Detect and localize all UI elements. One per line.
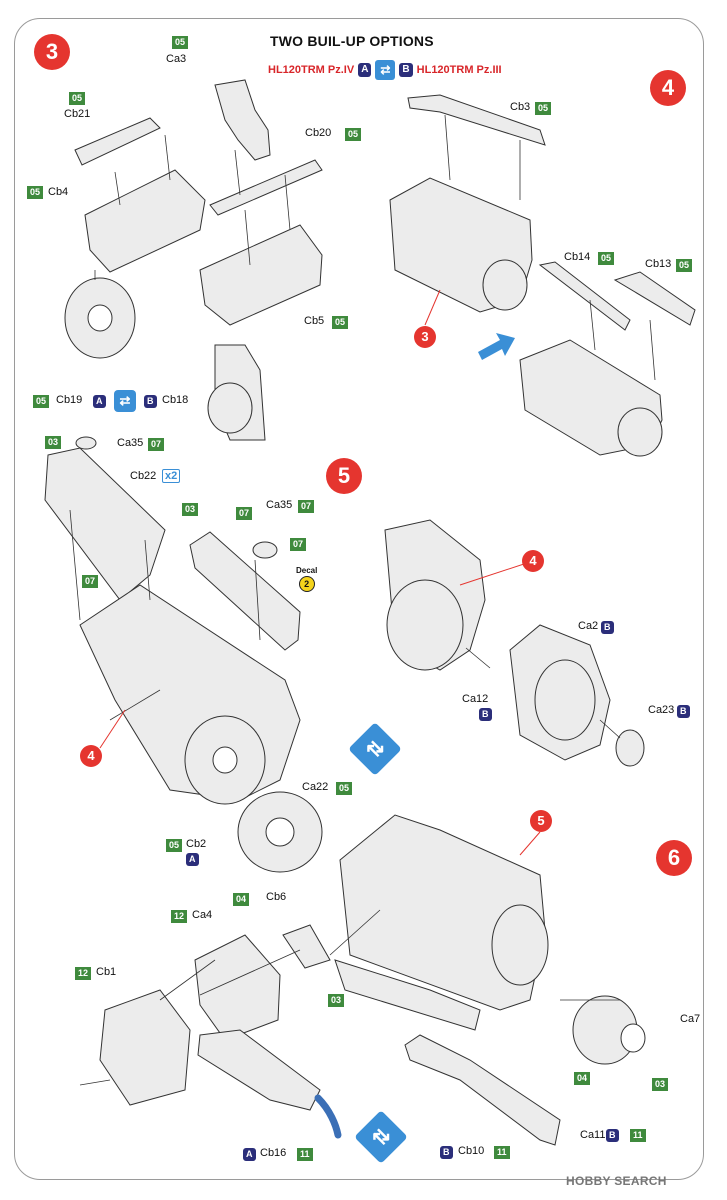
decal-number: 2 [298, 576, 315, 592]
part-label-cb19: Cb19 [56, 394, 83, 406]
variant-badge-b: B [440, 1146, 453, 1159]
part-label-cb6: Cb6 [266, 891, 287, 903]
part-label-ca4: Ca4 [192, 909, 213, 921]
reference-step-4: 4 [80, 745, 102, 767]
sprue-number: 05 [676, 259, 693, 272]
sprue-number: 12 [75, 967, 92, 980]
part-label-cb16: Cb16 [260, 1147, 287, 1159]
part-label-ca22: Ca22 [302, 781, 329, 793]
part-label-cb5: Cb5 [304, 315, 325, 327]
watermark: HOBBY SEARCH [566, 1174, 667, 1188]
decal-icon: Decal 2 [296, 566, 317, 592]
sprue-number: 05 [345, 128, 362, 141]
sprue-number: 04 [574, 1072, 591, 1085]
part-label-cb10: Cb10 [458, 1145, 485, 1157]
page-title: TWO BUIL-UP OPTIONS [270, 33, 434, 49]
sprue-number: 11 [297, 1148, 313, 1161]
sprue-number: 03 [328, 994, 345, 1007]
part-label-ca35: Ca35 [117, 437, 144, 449]
page-frame [14, 18, 704, 1180]
part-label-ca11: Ca11 [580, 1129, 606, 1141]
decal-label: Decal [296, 566, 318, 575]
reference-step-3: 3 [414, 326, 436, 348]
build-options: HL120TRM Pz.IV A ⇄ B HL120TRM Pz.III [268, 60, 502, 80]
option-a-badge: A [358, 63, 372, 77]
variant-badge-b: B [144, 395, 157, 408]
sprue-number: 05 [27, 186, 44, 199]
part-label-cb4: Cb4 [48, 186, 69, 198]
sprue-number: 05 [69, 92, 86, 105]
part-label-cb1: Cb1 [96, 966, 117, 978]
sprue-number: 03 [652, 1078, 669, 1091]
sprue-number: 05 [172, 36, 189, 49]
direction-arrow-icon [478, 333, 515, 360]
part-label-cb21: Cb21 [64, 108, 91, 120]
part-label-ca35: Ca35 [266, 499, 293, 511]
step-3-badge: 3 [34, 34, 70, 70]
step-4-badge: 4 [650, 70, 686, 106]
reference-step-4-right: 4 [522, 550, 544, 572]
swap-arrows-icon: ⇄ [114, 390, 136, 412]
reference-step-5: 5 [530, 810, 552, 832]
step-5-badge: 5 [326, 458, 362, 494]
sprue-number: 07 [148, 438, 165, 451]
sprue-number: 03 [45, 436, 62, 449]
sprue-number: 05 [336, 782, 353, 795]
option-a-name: HL120TRM Pz.IV [268, 64, 355, 76]
sprue-number: 11 [494, 1146, 510, 1159]
option-b-name: HL120TRM Pz.III [416, 64, 502, 76]
sprue-number: 05 [598, 252, 615, 265]
part-label-ca23: Ca23 [648, 704, 675, 716]
part-label-cb14: Cb14 [564, 251, 591, 263]
sprue-number: 05 [535, 102, 552, 115]
variant-badge-b: B [479, 708, 492, 721]
option-b-badge: B [399, 63, 413, 77]
step-6-badge: 6 [656, 840, 692, 876]
variant-badge-b: B [677, 705, 690, 718]
part-label-ca12: Ca12 [462, 693, 489, 705]
sprue-number: 11 [630, 1129, 646, 1142]
part-label-ca2: Ca2 [578, 620, 599, 632]
variant-badge-a: A [93, 395, 106, 408]
sprue-number: 12 [171, 910, 188, 923]
part-label-ca3: Ca3 [166, 53, 187, 65]
sprue-number: 07 [298, 500, 315, 513]
variant-badge-b: B [601, 621, 614, 634]
quantity-x2: x2 [162, 469, 181, 483]
sprue-number: 07 [290, 538, 307, 551]
part-label-cb22: Cb22 [130, 470, 157, 482]
part-label-ca7: Ca7 [680, 1013, 701, 1025]
part-label-cb20: Cb20 [305, 127, 332, 139]
sprue-number: 05 [332, 316, 349, 329]
part-label-cb2: Cb2 [186, 838, 207, 850]
sprue-number: 04 [233, 893, 250, 906]
swap-arrows-icon: ⇄ [375, 60, 396, 80]
variant-badge-b: B [606, 1129, 619, 1142]
variant-badge-a: A [243, 1148, 256, 1161]
variant-badge-a: A [186, 853, 199, 866]
part-label-cb18: Cb18 [162, 394, 189, 406]
sprue-number: 05 [166, 839, 183, 852]
part-label-cb3: Cb3 [510, 101, 531, 113]
sprue-number: 07 [82, 575, 99, 588]
sprue-number: 03 [182, 503, 199, 516]
part-label-cb13: Cb13 [645, 258, 672, 270]
sprue-number: 05 [33, 395, 50, 408]
sprue-number: 07 [236, 507, 253, 520]
